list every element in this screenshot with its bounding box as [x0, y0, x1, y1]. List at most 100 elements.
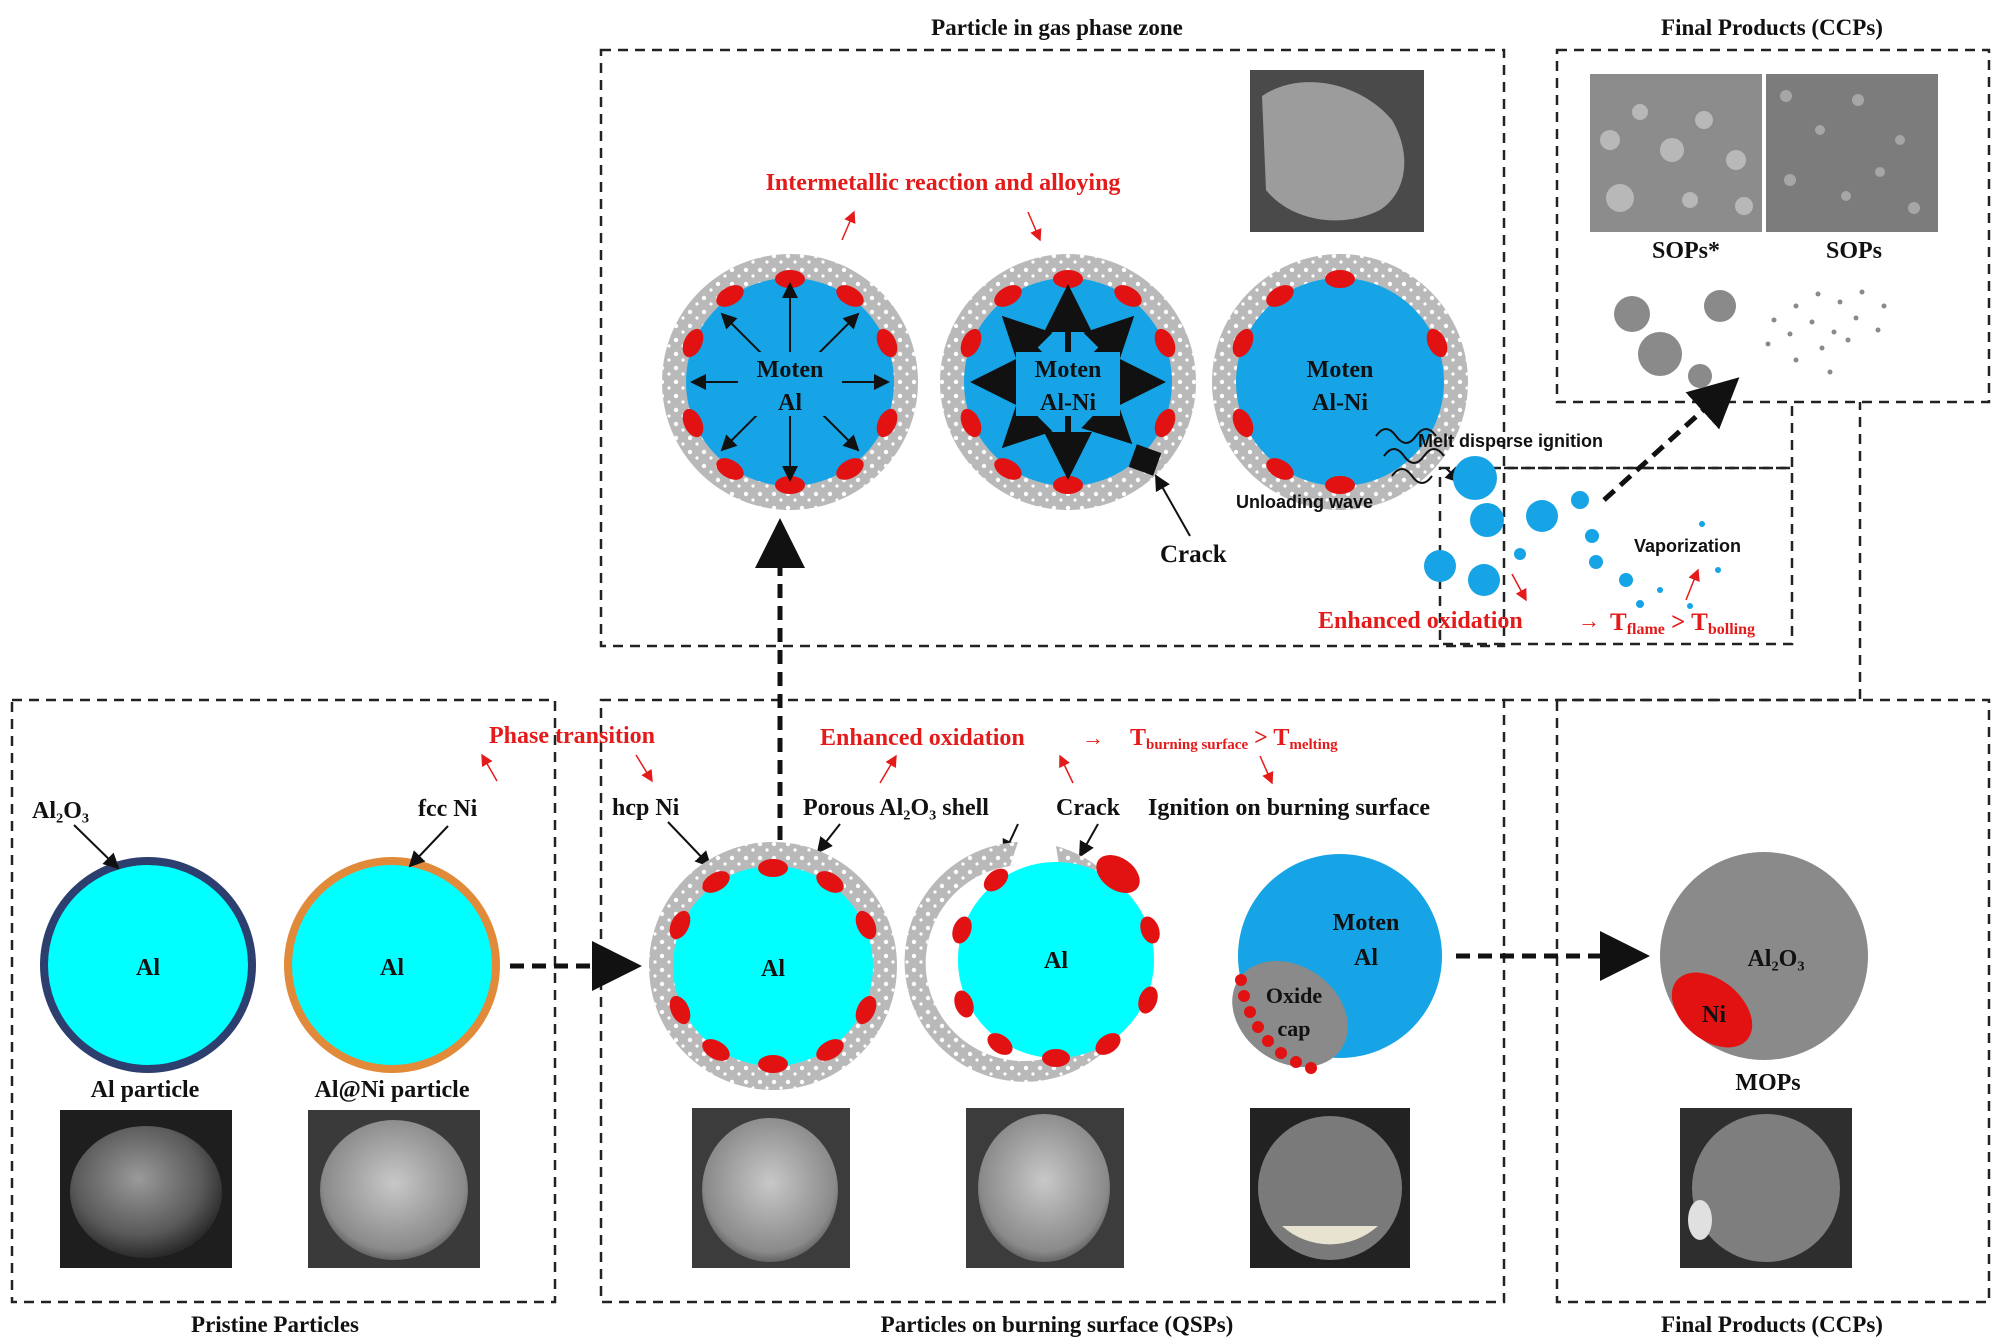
vapor-dots — [1765, 289, 1887, 375]
gas-particle-2-line2: Al-Ni — [1040, 390, 1096, 416]
final-bottom-box — [1555, 698, 1991, 1304]
porous-shell-pointer — [816, 823, 841, 854]
gas-particle-3-line1: Moten — [1307, 357, 1374, 383]
gas-particle-3-ni-spots — [1232, 270, 1448, 494]
mops-al2o3-label: Al₂O₃ — [1747, 946, 1804, 972]
melt-droplets — [1424, 456, 1721, 609]
burning-particle-3: Moten Al Oxide cap — [1232, 854, 1442, 1074]
gas-phase-title: Particle in gas phase zone — [931, 15, 1183, 40]
sem-burning-1-shape — [702, 1118, 838, 1262]
gas-particle-1: Moten Al — [662, 254, 918, 510]
intermetallic-arrow-left — [841, 210, 856, 241]
gas-particle-1-line1: Moten — [757, 357, 824, 383]
phase-transition-label: Phase transition — [489, 723, 655, 749]
burning-temperature-condition: Tburning surface > Tmelting — [1130, 725, 1338, 753]
oxidation-arrow-1 — [1511, 573, 1527, 602]
gas-particle-2: Moten Al-Ni — [940, 254, 1196, 510]
vaporization-box — [1438, 466, 1794, 646]
pristine-alni-particle: Al — [284, 857, 500, 1073]
gas-particle-1-line2: Al — [778, 390, 802, 416]
phase-transition-arrow-left — [481, 753, 498, 782]
gas-arrow-symbol: → — [1578, 608, 1600, 633]
burning-oxid-arrow-1 — [879, 754, 897, 784]
burning-particle-3-line2: Al — [1354, 945, 1378, 971]
oxide-cap — [1232, 960, 1348, 1068]
fcc-ni-pointer — [408, 825, 449, 868]
sem-al-particle-shape — [70, 1126, 222, 1258]
pristine-box — [10, 698, 557, 1304]
sops-label: SOPs — [1826, 238, 1882, 264]
burning-crack-pointer — [1079, 823, 1099, 858]
sops-particles — [1614, 290, 1736, 388]
sem-gas-shape — [1262, 82, 1405, 221]
final-bottom-title: Final Products (CCPs) — [1661, 1312, 1883, 1337]
unloading-wave-label: Unloading wave — [1236, 492, 1373, 512]
oxidation-arrow-2 — [1685, 568, 1700, 601]
gas-enhanced-oxidation-label: Enhanced oxidation — [1318, 608, 1523, 634]
burning-box — [599, 698, 1506, 1304]
connector-path — [1504, 402, 1862, 702]
hcp-ni-pointer — [667, 821, 712, 868]
gas-crack-pointer — [1155, 474, 1191, 537]
intermetallic-label: Intermetallic reaction and alloying — [766, 170, 1121, 196]
sops-star-label: SOPs* — [1652, 238, 1720, 264]
mops-ni-label: Ni — [1702, 1002, 1726, 1028]
burning-title: Particles on burning surface (QSPs) — [881, 1312, 1234, 1337]
porous-shell-label: Porous Al₂O₃ shell — [803, 795, 989, 821]
mops-ni-inclusion — [1671, 972, 1753, 1048]
gas-particle-2-crack-block — [1128, 444, 1162, 476]
burning-oxid-arrow-2 — [1059, 754, 1074, 784]
alni-particle-caption: Al@Ni particle — [315, 1077, 470, 1103]
gas-particle-2-line1: Moten — [1035, 357, 1102, 383]
burning-particle-2-ni-spots — [952, 868, 1160, 1067]
burning-particle-2-core-label: Al — [1044, 948, 1068, 974]
section-boxes — [10, 48, 1991, 1304]
hcp-ni-label: hcp Ni — [612, 795, 680, 821]
gas-crack-label: Crack — [1160, 541, 1227, 568]
mops-label: MOPs — [1735, 1070, 1800, 1096]
sem-alni-particle-shape — [320, 1120, 468, 1260]
al2o3-label: Al₂O₃ — [32, 798, 89, 824]
phase-transition-arrow-right — [635, 754, 653, 783]
sem-burning-2-shape — [978, 1114, 1110, 1262]
mops-particle: Al₂O₃ Ni — [1660, 852, 1868, 1060]
sem-mops-shape — [1692, 1114, 1840, 1262]
gas-phase-box — [599, 48, 1506, 648]
pristine-al-particle: Al — [40, 857, 256, 1073]
unloading-wave-lines — [1375, 428, 1445, 484]
burning-particle-1-core-label: Al — [761, 956, 785, 982]
burning-arrow-symbol: → — [1082, 725, 1104, 750]
sem-sops-star-texture — [1600, 104, 1753, 215]
burning-crack-label: Crack — [1056, 795, 1121, 821]
burning-particle-3-line1: Moten — [1333, 910, 1400, 936]
sem-mops-highlight — [1688, 1200, 1712, 1240]
melt-to-products-arrow — [1602, 377, 1740, 502]
gas-particle-2-ni-spots — [960, 270, 1176, 494]
oxide-cap-line1: Oxide — [1266, 983, 1322, 1008]
gas-temperature-condition: Tflame > Tbolling — [1610, 609, 1755, 638]
gas-particle-3: Moten Al-Ni — [1212, 254, 1468, 510]
burning-particle-2: Al — [904, 842, 1160, 1082]
pristine-al-core-label: Al — [136, 955, 160, 981]
oxide-cap-line2: cap — [1278, 1016, 1311, 1041]
vaporization-label: Vaporization — [1634, 536, 1741, 556]
fcc-ni-label: fcc Ni — [418, 796, 478, 822]
burning-enhanced-oxidation-label: Enhanced oxidation — [820, 725, 1025, 751]
pristine-alni-core-label: Al — [380, 955, 404, 981]
sem-burning-3-shape — [1258, 1116, 1402, 1260]
al2o3-pointer — [73, 824, 120, 870]
burning-particle-1-ni-spots — [669, 859, 877, 1073]
burning-temp-arrow — [1259, 755, 1274, 785]
al-particle-caption: Al particle — [91, 1077, 200, 1103]
ignition-label: Ignition on burning surface — [1148, 795, 1430, 821]
oxide-cap-red-dots — [1235, 974, 1317, 1074]
burning-particle-2-red-cap — [1096, 854, 1140, 894]
gas-particle-3-line2: Al-Ni — [1312, 390, 1368, 416]
sem-sops-texture — [1780, 90, 1920, 214]
burning-particle-1: Al — [649, 842, 897, 1090]
melt-disperse-label: Melt disperse ignition — [1418, 431, 1603, 451]
sem-burning-3-cap — [1282, 1226, 1378, 1245]
pristine-title: Pristine Particles — [191, 1312, 359, 1337]
intermetallic-arrow-right — [1027, 211, 1042, 242]
